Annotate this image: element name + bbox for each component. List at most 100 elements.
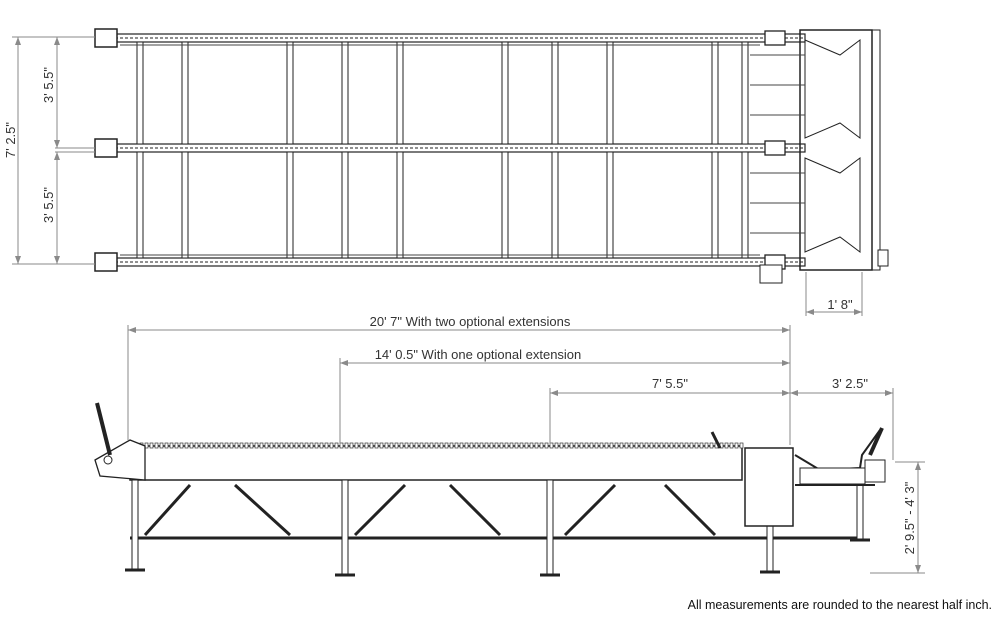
chain-link (394, 442, 399, 449)
height-range-label: 2' 9.5" - 4' 3" (902, 481, 917, 554)
frame-crossmember (741, 41, 749, 145)
chain-link (409, 442, 414, 449)
chain-link (449, 442, 454, 449)
chain-link (359, 442, 364, 449)
chain-link (364, 442, 369, 449)
chain-link (249, 442, 254, 449)
chain-link (674, 442, 679, 449)
chain-link (504, 442, 509, 449)
chain-link (479, 442, 484, 449)
frame-crossmember (181, 151, 189, 259)
frame-leg (341, 479, 349, 576)
sprocket-housing (94, 28, 118, 48)
truss-brace (233, 483, 292, 537)
end-section-side (871, 29, 881, 271)
chain-link (554, 442, 559, 449)
chain-link (279, 442, 284, 449)
conveyor-bed (129, 445, 743, 481)
chain-link (239, 442, 244, 449)
chain-link (574, 442, 579, 449)
chain-link (464, 442, 469, 449)
chain-link (624, 442, 629, 449)
chain-link (229, 442, 234, 449)
chain-link (709, 442, 714, 449)
sprocket-housing (94, 138, 118, 158)
chain-link (284, 442, 289, 449)
chain-link (439, 442, 444, 449)
chain-link (179, 442, 184, 449)
chain-link (584, 442, 589, 449)
chain-link (214, 442, 219, 449)
chain-link (309, 442, 314, 449)
chain-link (304, 442, 309, 449)
top-view-dimensions: 7' 2.5" 3' 5.5" 3' 5.5" 1' 8" (3, 36, 863, 316)
chain-link (469, 442, 474, 449)
chain-link (319, 442, 324, 449)
chain-link (599, 442, 604, 449)
frame-crossmember (286, 41, 294, 145)
chain-link (259, 442, 264, 449)
chain-link (299, 442, 304, 449)
chain-link (199, 442, 204, 449)
frame-crossmember (181, 41, 189, 145)
chain-link (484, 442, 489, 449)
chain-link (224, 442, 229, 449)
one-extension-length-label: 14' 0.5" With one optional extension (375, 347, 582, 362)
side-guide (710, 431, 722, 449)
chain-link (269, 442, 274, 449)
drive-sprocket (764, 140, 786, 156)
chain-link (699, 442, 704, 449)
truss-brace (353, 483, 407, 537)
chain-link (389, 442, 394, 449)
upper-lane-width-label: 3' 5.5" (41, 67, 56, 103)
frame-crossmember (136, 41, 144, 145)
frame-leg (131, 479, 139, 571)
chain-link (424, 442, 429, 449)
chain-link (344, 442, 349, 449)
chain-link (184, 442, 189, 449)
chain-link (659, 442, 664, 449)
motor (877, 249, 889, 267)
frame-crossmember (711, 41, 719, 145)
motor (759, 264, 783, 284)
tail-end (94, 439, 146, 481)
chain-link (474, 442, 479, 449)
chain-link (174, 442, 179, 449)
chain-link (654, 442, 659, 449)
chain-link (589, 442, 594, 449)
chain-link (154, 442, 159, 449)
chain-link (489, 442, 494, 449)
chain-link (514, 442, 519, 449)
chain-link (499, 442, 504, 449)
chain-link (349, 442, 354, 449)
chain-link (329, 442, 334, 449)
end-section-frame (799, 29, 873, 271)
side-view (94, 402, 886, 577)
chain-link (374, 442, 379, 449)
chain-link (454, 442, 459, 449)
chain-link (414, 442, 419, 449)
chain-link (254, 442, 259, 449)
v-roller (804, 157, 861, 253)
chain-link (164, 442, 169, 449)
chain-link (204, 442, 209, 449)
chain-link (354, 442, 359, 449)
overall-width-label: 7' 2.5" (3, 122, 18, 158)
sprocket-housing (94, 252, 118, 272)
chain-link (429, 442, 434, 449)
chain-link (694, 442, 699, 449)
frame-leg (856, 479, 864, 541)
frame-crossmember (606, 41, 614, 145)
chain-link (159, 442, 164, 449)
frame-leg (546, 479, 554, 576)
end-section-length-label: 3' 2.5" (832, 376, 868, 391)
chain-link (689, 442, 694, 449)
chain-link (669, 442, 674, 449)
head-roller (799, 467, 866, 485)
chain-link (339, 442, 344, 449)
head-motor (864, 459, 886, 483)
chain-link (734, 442, 739, 449)
adjust-lever (95, 402, 112, 456)
chain-link (324, 442, 329, 449)
